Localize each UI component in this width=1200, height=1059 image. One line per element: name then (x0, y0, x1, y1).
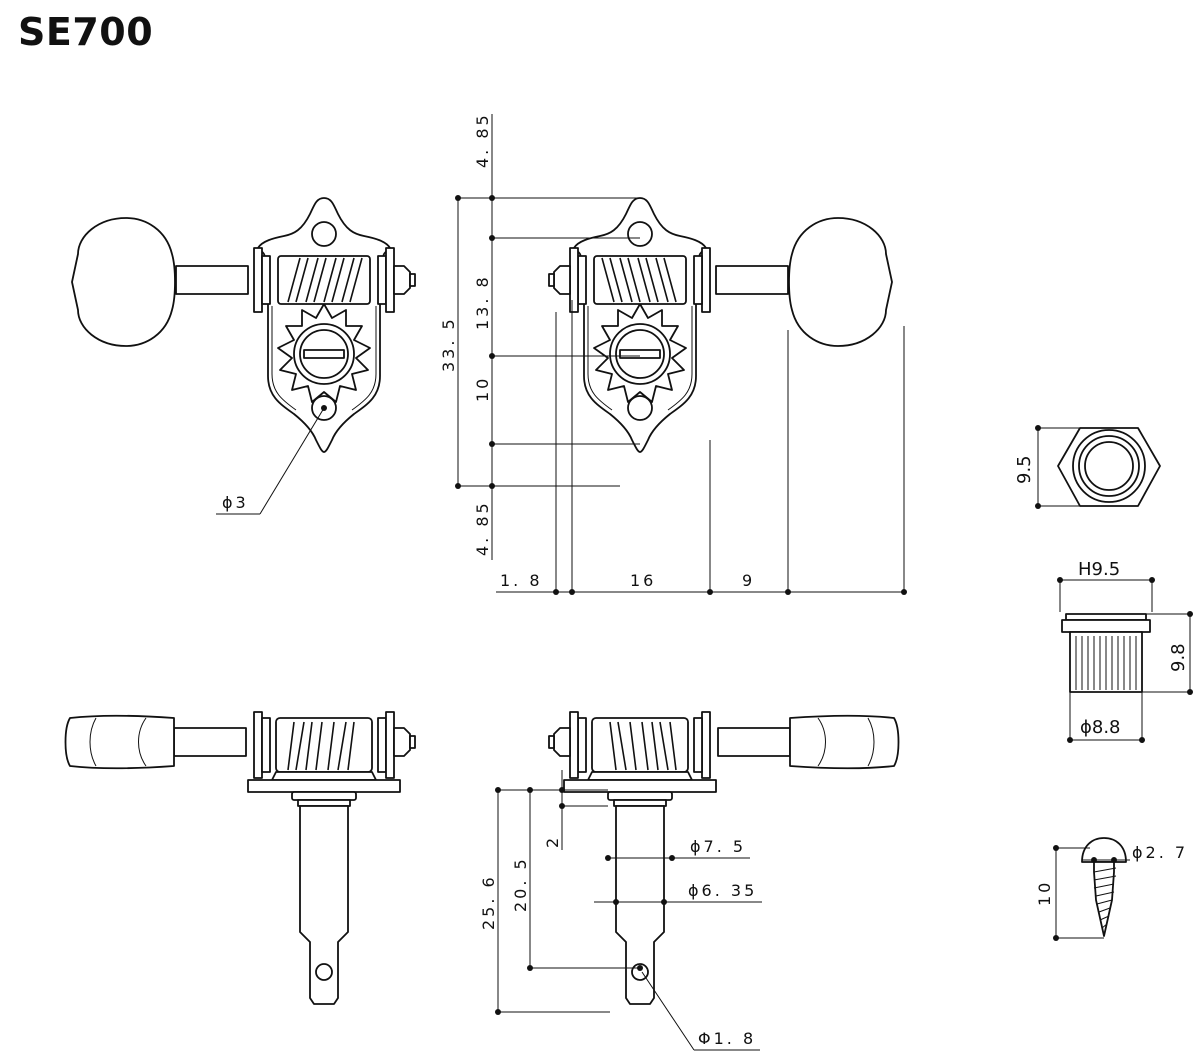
dim-front-hole: ϕ3 (222, 493, 249, 512)
dim-offset-left: 1. 8 (500, 571, 543, 590)
dim-hole-spacing: 10 (473, 376, 492, 402)
dim-bushing-head: H9.5 (1078, 559, 1120, 580)
front-dimensions: 4. 85 13. 8 33. 5 10 4. 85 1. 8 16 9 (439, 112, 907, 595)
dim-nut-hex: 9.5 (1014, 455, 1035, 484)
dim-post-length: 25. 6 (479, 874, 498, 930)
dim-screw-dia: ϕ2. 7 (1132, 843, 1188, 862)
front-view-right (548, 197, 893, 453)
side-view-left (64, 711, 416, 1005)
front-view-left: ϕ3 (71, 197, 416, 515)
dim-width-body: 16 (630, 571, 656, 590)
bushing: H9.5 9.8 ϕ8.8 (1057, 559, 1193, 743)
dim-washer: 2 (543, 835, 562, 848)
dim-string-hole: Φ1. 8 (698, 1029, 756, 1048)
page-title: SE700 (18, 10, 154, 54)
dim-bushing-height: 9.8 (1168, 643, 1189, 672)
side-dimensions: 25. 6 20. 5 2 ϕ7. 5 ϕ6. 35 Φ1. 8 (479, 770, 762, 1051)
dim-top-offset: 4. 85 (473, 112, 492, 168)
dim-button-len: 9 (742, 571, 755, 590)
dim-screw-length: 10 (1035, 880, 1054, 906)
dim-bottom-offset: 4. 85 (473, 500, 492, 556)
dim-post-to-hole: 20. 5 (511, 856, 530, 912)
dim-bushing-dia: ϕ8.8 (1080, 717, 1121, 738)
dim-post-dia-lower: ϕ6. 35 (688, 881, 757, 900)
hex-nut: 9.5 (1014, 425, 1161, 509)
dim-height-total: 33. 5 (439, 316, 458, 372)
dim-post-dia-upper: ϕ7. 5 (690, 837, 746, 856)
screw: 10 ϕ2. 7 (1035, 837, 1188, 941)
dim-gear-to-hole: 13. 8 (473, 274, 492, 330)
